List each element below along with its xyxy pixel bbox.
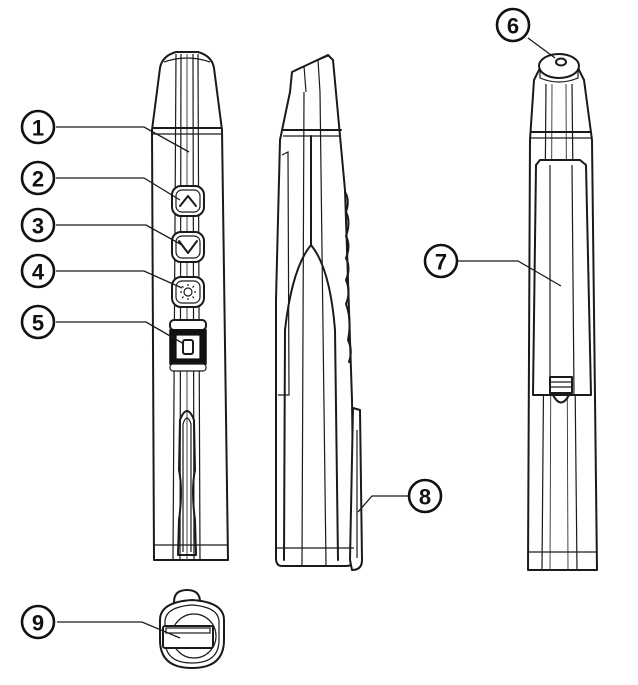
svg-text:7: 7 — [435, 250, 447, 275]
pocket-clip[interactable] — [349, 407, 363, 571]
callout-9: 9 — [20, 604, 56, 640]
page-up-button[interactable] — [171, 185, 205, 217]
svg-text:1: 1 — [32, 116, 44, 141]
chevron-up-icon — [179, 195, 197, 207]
blank-screen-icon — [182, 339, 194, 355]
end-view — [159, 589, 225, 669]
callout-3: 3 — [20, 207, 56, 243]
callout-2: 2 — [20, 160, 56, 196]
svg-text:4: 4 — [32, 260, 45, 285]
callout-7: 7 — [423, 243, 459, 279]
svg-text:3: 3 — [32, 214, 44, 239]
sun-icon — [180, 284, 196, 300]
svg-text:2: 2 — [32, 167, 44, 192]
page-down-button[interactable] — [171, 231, 205, 263]
callout-8: 8 — [407, 478, 443, 514]
callout-5: 5 — [20, 304, 56, 340]
svg-text:8: 8 — [419, 485, 431, 510]
svg-text:9: 9 — [32, 611, 44, 636]
side-view — [275, 54, 363, 571]
callout-1: 1 — [20, 109, 56, 145]
svg-text:5: 5 — [32, 311, 44, 336]
laser-button[interactable] — [171, 276, 205, 308]
power-button[interactable] — [169, 319, 207, 372]
front-view — [151, 51, 229, 561]
usb-receiver-slot[interactable] — [162, 625, 214, 649]
battery-cover[interactable] — [532, 159, 592, 404]
callout-4: 4 — [20, 253, 56, 289]
leader-lines — [56, 37, 562, 639]
back-view — [527, 53, 598, 571]
svg-text:6: 6 — [507, 14, 519, 39]
callout-6: 6 — [495, 7, 531, 43]
laser-aperture — [538, 53, 580, 83]
